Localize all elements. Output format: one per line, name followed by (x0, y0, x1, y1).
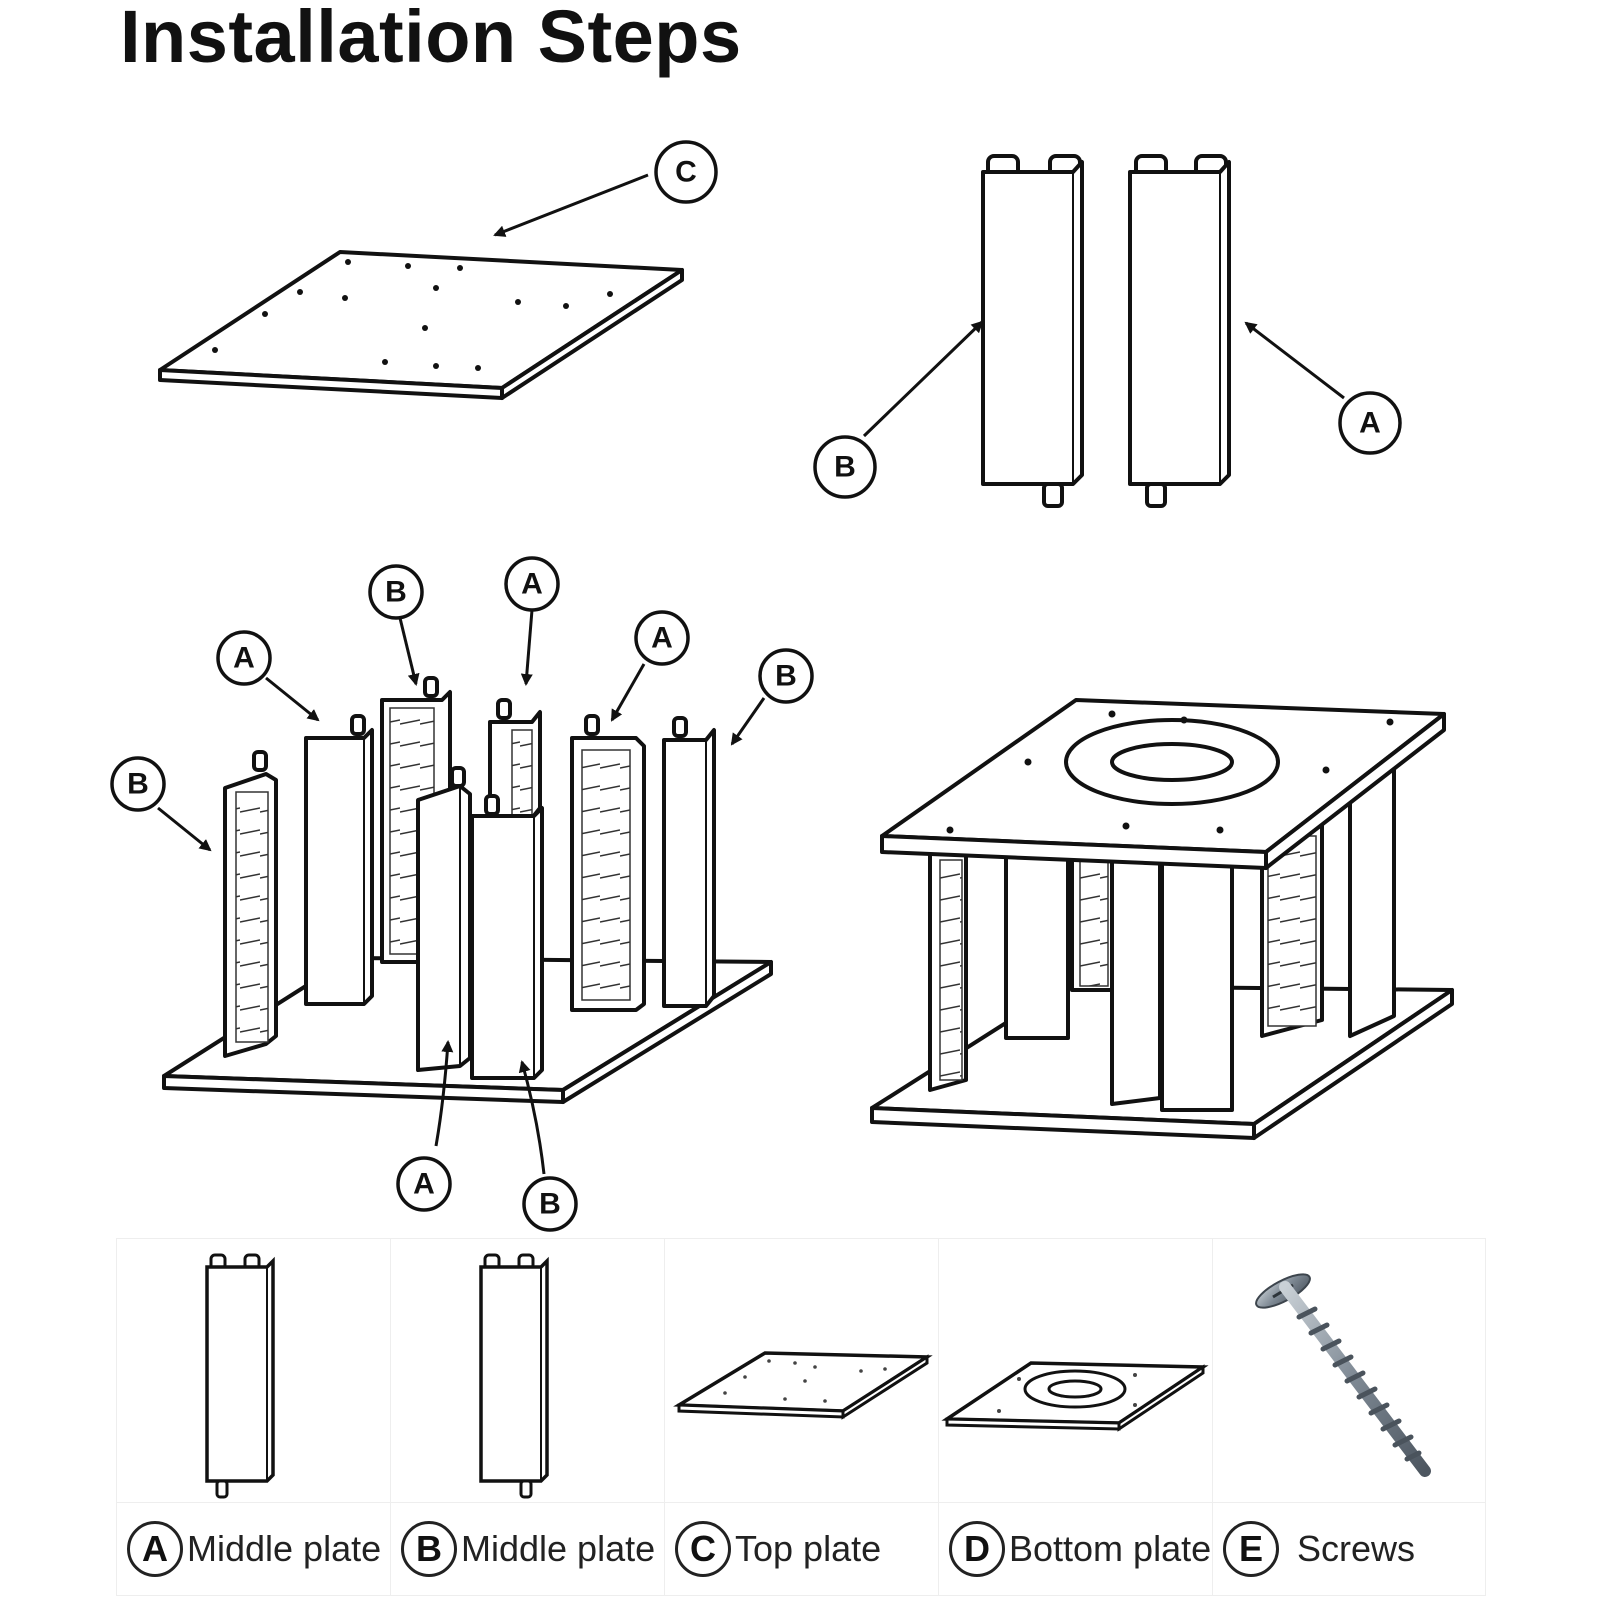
part-c-badge: C (675, 1521, 731, 1577)
callout-step2-a-front: A (396, 1156, 452, 1212)
part-a-label: Middle plate (187, 1528, 382, 1569)
panel-back-a (488, 698, 542, 820)
panel-right-b (662, 716, 716, 1008)
callout-step2-left-b: B (110, 756, 166, 812)
callout-a-arrow (1244, 321, 1345, 400)
part-b-label-row: B Middle plate (391, 1502, 664, 1595)
bottom-plate-icon (941, 1361, 1209, 1432)
part-b-badge: B (401, 1521, 457, 1577)
svg-text:B: B (834, 451, 856, 484)
part-d-label-row: D Bottom plate (939, 1502, 1212, 1595)
middle-plate-b-icon (479, 1253, 549, 1499)
part-d-cell: D Bottom plate (939, 1239, 1213, 1595)
svg-text:B: B (775, 660, 797, 693)
callout-a-step1: A (1338, 391, 1402, 455)
part-b-label: Middle plate (461, 1528, 656, 1569)
callout-b-step1: B (813, 435, 877, 499)
svg-text:B: B (127, 768, 149, 801)
svg-text:A: A (1359, 407, 1381, 440)
svg-text:B: B (539, 1188, 561, 1221)
callout-step2-a-right: A (634, 610, 690, 666)
part-e-label: Screws (1297, 1528, 1416, 1569)
part-a-label-row: A Middle plate (117, 1502, 390, 1595)
part-c-label-row: C Top plate (665, 1502, 938, 1595)
svg-text:B: B (385, 576, 407, 609)
step2-assembly-drawing (162, 676, 773, 1104)
panel-front-a (416, 766, 472, 1072)
part-a-cell: A Middle plate (117, 1239, 391, 1595)
panel-left-b (223, 750, 278, 1058)
top-plate-icon (673, 1351, 933, 1420)
page-title: Installation Steps (120, 0, 742, 78)
callout-step2-a-left: A (216, 630, 272, 686)
svg-text:A: A (233, 642, 255, 675)
callout-step2-b-back: B (368, 564, 424, 620)
step3-complete-assembly-drawing (870, 698, 1454, 1140)
part-d-label: Bottom plate (1009, 1528, 1212, 1569)
screw-icon (1255, 1273, 1431, 1477)
top-plate-drawing (158, 250, 684, 400)
svg-text:C: C (675, 156, 697, 189)
panel-front-b (470, 794, 544, 1080)
part-b-cell: B Middle plate (391, 1239, 665, 1595)
part-c-cell: C Top plate (665, 1239, 939, 1595)
callout-step2-b-right: B (758, 648, 814, 704)
part-e-cell: E Screws (1213, 1239, 1486, 1595)
svg-text:A: A (521, 568, 543, 601)
part-e-label-row: E Screws (1213, 1502, 1486, 1595)
panel-mid-right-a (570, 714, 646, 1012)
svg-text:A: A (651, 622, 673, 655)
callout-step2-a-back: A (504, 556, 560, 612)
callout-b-arrow (862, 320, 984, 438)
callout-step2-b-front: B (522, 1176, 578, 1232)
panel-mid-left-a (304, 714, 374, 1006)
middle-plate-a-icon (205, 1253, 275, 1499)
svg-text:A: A (413, 1168, 435, 1201)
part-a-badge: A (127, 1521, 183, 1577)
part-e-badge: E (1223, 1521, 1279, 1577)
part-c-label: Top plate (735, 1528, 882, 1569)
parts-list: A Middle plate B Middle plate (116, 1238, 1486, 1596)
part-d-badge: D (949, 1521, 1005, 1577)
callout-c: C (654, 140, 718, 204)
callout-c-arrow (493, 173, 649, 237)
middle-panel-pair-drawing (981, 154, 1231, 508)
